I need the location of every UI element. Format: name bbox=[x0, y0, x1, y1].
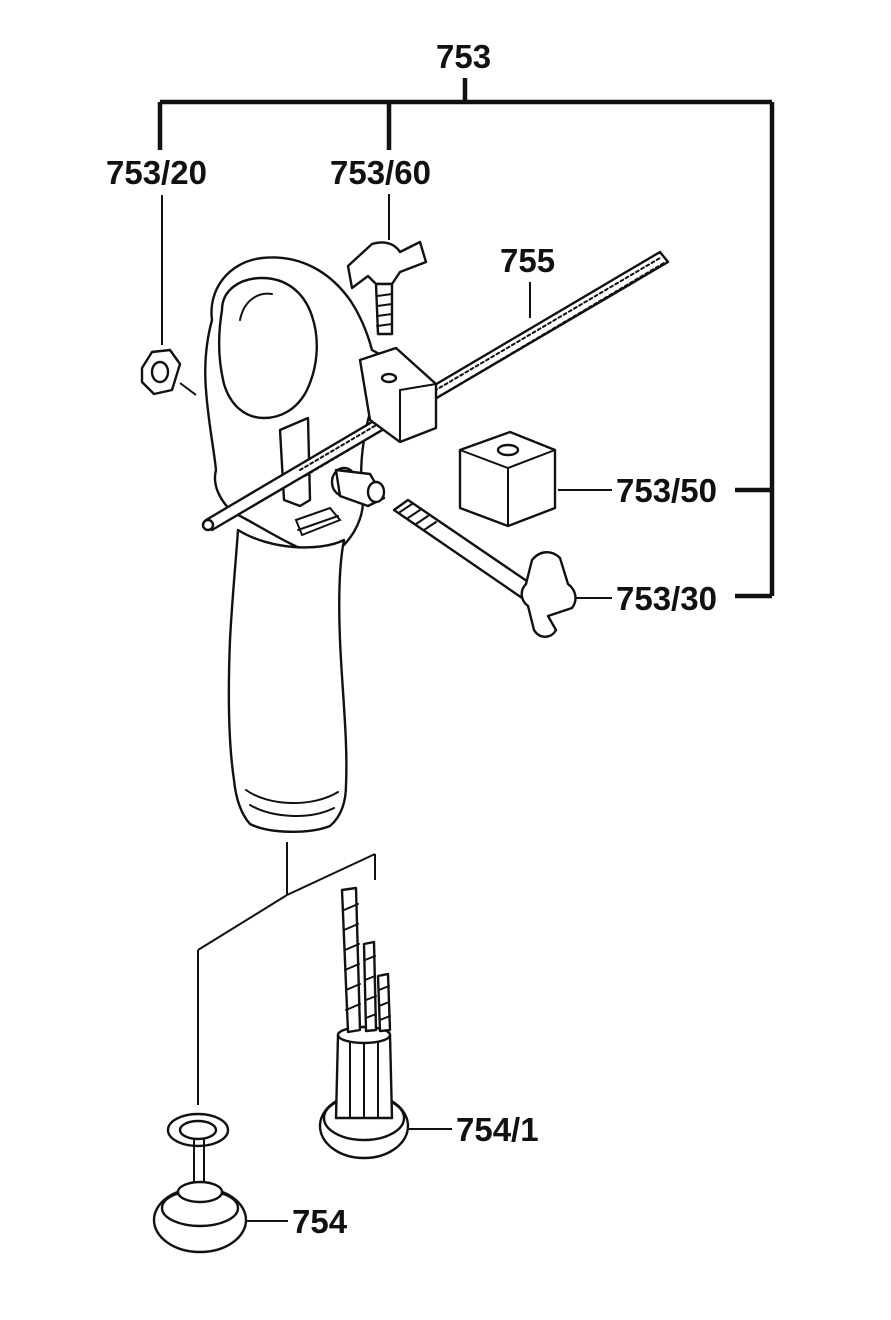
clamp-block-icon bbox=[458, 430, 557, 528]
drill-bit-holder-icon bbox=[318, 886, 410, 1160]
label-754: 754 bbox=[292, 1203, 348, 1240]
wing-screw-icon bbox=[346, 240, 428, 336]
label-753-20: 753/20 bbox=[106, 154, 207, 191]
side-handle-icon bbox=[204, 256, 394, 833]
wing-bolt-icon bbox=[330, 466, 577, 638]
label-754-1: 754/1 bbox=[456, 1111, 539, 1148]
bit-holder-base-icon bbox=[152, 1112, 248, 1254]
label-755: 755 bbox=[500, 242, 555, 279]
label-753-50: 753/50 bbox=[616, 472, 717, 509]
leader-lines bbox=[161, 194, 612, 1222]
bracket-753 bbox=[157, 78, 775, 599]
hex-nut-icon bbox=[140, 348, 182, 396]
rod-clamp-bracket bbox=[358, 346, 438, 444]
label-753-30: 753/30 bbox=[616, 580, 717, 617]
label-753-60: 753/60 bbox=[330, 154, 431, 191]
part-labels: 753 753/20 753/60 755 753/50 753/30 754/… bbox=[106, 38, 717, 1240]
label-753: 753 bbox=[436, 38, 491, 75]
